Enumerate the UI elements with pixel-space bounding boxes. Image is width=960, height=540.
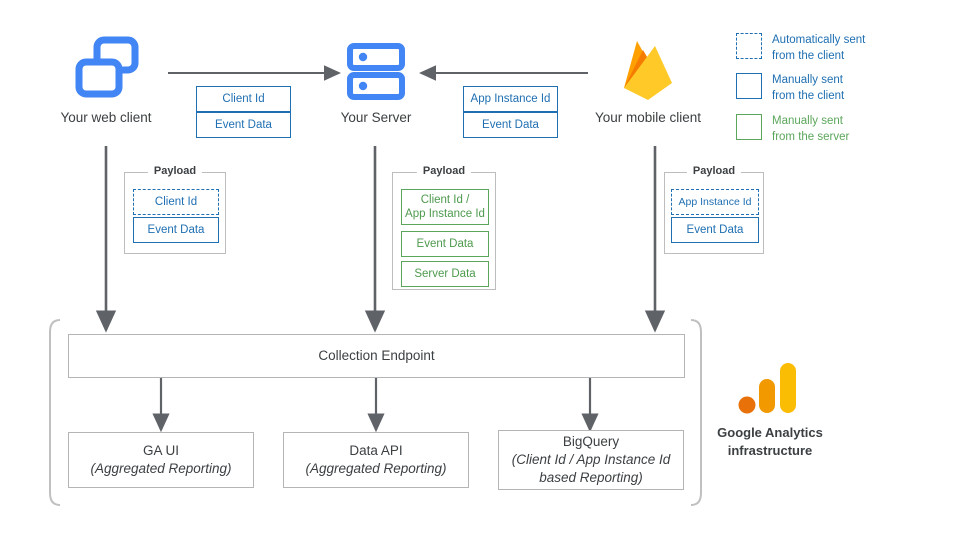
output-box-ga-ui[interactable]: GA UI (Aggregated Reporting) xyxy=(68,432,254,488)
payload-item-client-id: Client Id xyxy=(133,189,219,215)
ga-brand-label: Google Analytics infrastructure xyxy=(690,424,850,460)
legend-item-manual-server: Manually sent from the server xyxy=(736,114,849,145)
payload-item-event-data: Event Data xyxy=(401,231,489,257)
node-server xyxy=(347,43,405,100)
output-box-bigquery[interactable]: BigQuery (Client Id / App Instance Id ba… xyxy=(498,430,684,490)
output-subtitle: (Client Id / App Instance Id based Repor… xyxy=(511,451,671,486)
legend-line2: from the server xyxy=(772,130,850,143)
google-analytics-icon xyxy=(738,363,798,419)
transfer-tag-client-id: Client Id xyxy=(196,86,291,112)
solid-green-square-icon xyxy=(736,114,762,140)
server-icon xyxy=(347,43,405,100)
legend-item-auto-client: Automatically sent from the client xyxy=(736,33,865,64)
payload-web-client: Payload Client Id Event Data xyxy=(124,165,226,254)
transfer-tag-app-instance-id: App Instance Id xyxy=(463,86,558,112)
payload-title: Payload xyxy=(147,165,203,177)
output-subtitle: (Aggregated Reporting) xyxy=(90,461,232,476)
output-title: Data API xyxy=(349,442,403,458)
payload-item-client-id-app-instance-id: Client Id / App Instance Id xyxy=(401,189,489,225)
payload-item-server-data: Server Data xyxy=(401,261,489,287)
legend-item-manual-client: Manually sent from the client xyxy=(736,73,844,104)
payload-item-event-data: Event Data xyxy=(671,217,759,243)
payload-server: Payload Client Id / App Instance Id Even… xyxy=(392,165,496,290)
payload-item-app-instance-id: App Instance Id xyxy=(671,189,759,215)
ga-brand-line2: infrastructure xyxy=(727,443,813,459)
collection-endpoint-box[interactable]: Collection Endpoint xyxy=(68,334,685,378)
dashed-blue-square-icon xyxy=(736,33,762,59)
payload-mobile-client: Payload App Instance Id Event Data xyxy=(664,165,764,254)
output-title: BigQuery xyxy=(562,433,620,449)
mobile-client-label: Your mobile client xyxy=(594,110,702,125)
ga-brand-line1: Google Analytics xyxy=(717,425,823,440)
legend-line2: from the client xyxy=(772,89,845,102)
server-label: Your Server xyxy=(340,110,412,125)
payload-title: Payload xyxy=(686,165,742,177)
legend-line1: Manually sent xyxy=(772,115,843,127)
payload-item-event-data: Event Data xyxy=(133,217,219,243)
bracket-right xyxy=(690,319,702,506)
payload-title: Payload xyxy=(416,165,472,177)
solid-blue-square-icon xyxy=(736,73,762,99)
node-mobile-client xyxy=(617,36,679,106)
firebase-icon xyxy=(624,41,672,100)
output-subtitle: (Aggregated Reporting) xyxy=(305,461,447,476)
web-client-label: Your web client xyxy=(60,110,152,125)
legend-line1: Automatically sent xyxy=(772,34,866,46)
legend-line1: Manually sent xyxy=(772,74,843,86)
windows-icon xyxy=(75,36,139,100)
transfer-tag-event-data-web: Event Data xyxy=(196,112,291,138)
legend-line2: from the client xyxy=(772,49,845,62)
output-box-data-api[interactable]: Data API (Aggregated Reporting) xyxy=(283,432,469,488)
transfer-tag-event-data-mobile: Event Data xyxy=(463,112,558,138)
output-title: GA UI xyxy=(142,442,179,458)
bracket-left xyxy=(49,319,61,506)
